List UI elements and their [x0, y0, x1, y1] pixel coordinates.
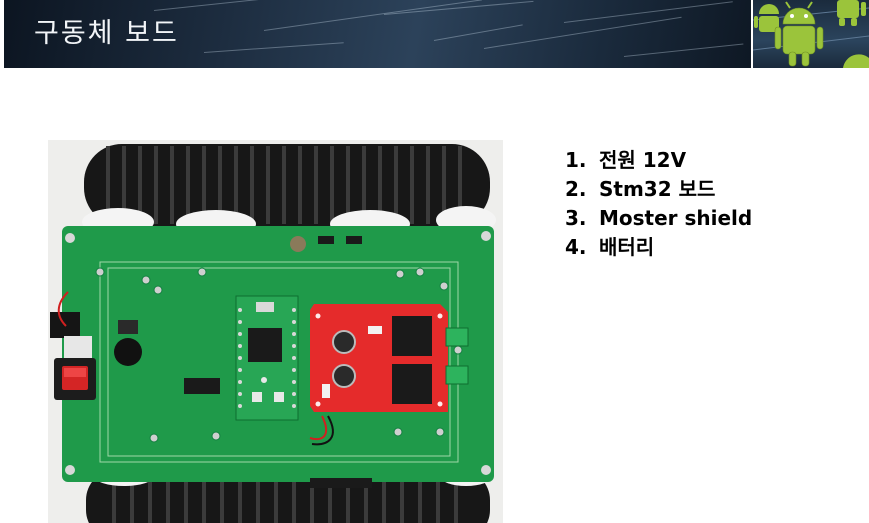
- list-item-number: 3.: [565, 206, 587, 230]
- list-item-text: Stm32 보드: [599, 177, 716, 201]
- list-item-number: 2.: [565, 177, 587, 201]
- slide-title: 구동체 보드: [34, 18, 179, 49]
- robot-driver-board-photo: [48, 140, 503, 523]
- list-item-number: 4.: [565, 235, 587, 259]
- component-list: 1. 전원 12V 2. Stm32 보드 3. Moster shield 4…: [565, 146, 752, 262]
- list-item-text: 전원 12V: [599, 148, 687, 172]
- list-item: 4. 배터리: [565, 233, 752, 262]
- list-item-number: 1.: [565, 148, 587, 172]
- list-item: 1. 전원 12V: [565, 146, 752, 175]
- list-item-text: Moster shield: [599, 206, 753, 230]
- header-banner: 구동체 보드: [4, 0, 751, 68]
- top-track: [82, 144, 496, 238]
- monster-shield: [310, 304, 448, 412]
- list-item: 2. Stm32 보드: [565, 175, 752, 204]
- android-robot-icon: [753, 0, 869, 68]
- power-jack: [50, 312, 96, 400]
- list-item-text: 배터리: [599, 235, 655, 259]
- stm32-board: [235, 295, 299, 421]
- list-item: 3. Moster shield: [565, 204, 752, 233]
